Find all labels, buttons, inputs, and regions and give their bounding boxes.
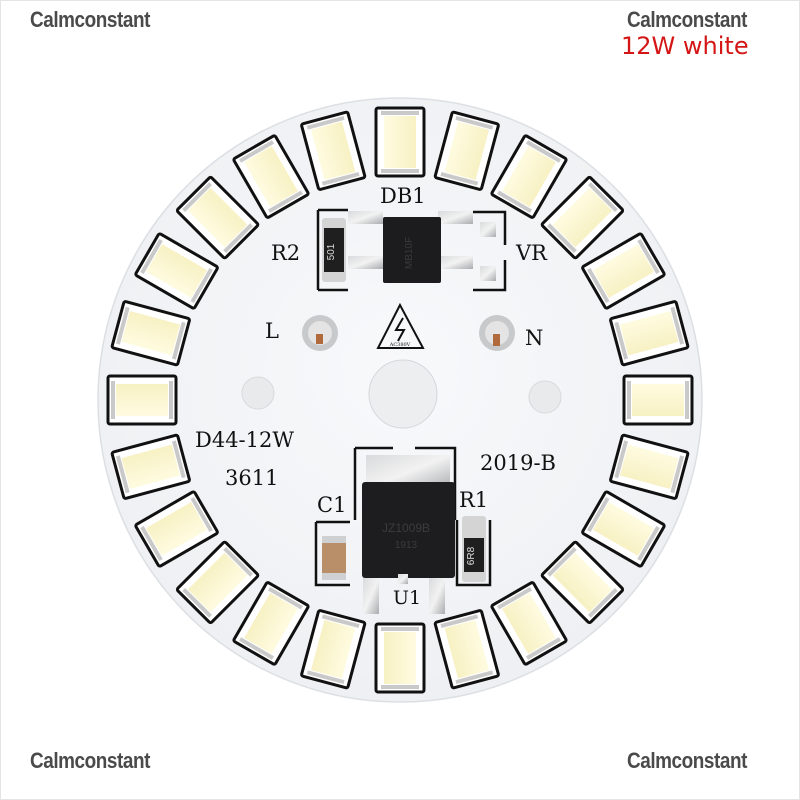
label-db1: DB1 [380, 184, 426, 208]
wire-pad-n [479, 315, 515, 351]
c1-capacitor [314, 520, 350, 587]
smd-led [106, 374, 178, 426]
label-l: L [265, 319, 279, 343]
svg-text:JZ1009B: JZ1009B [382, 521, 430, 535]
label-c1: C1 [317, 493, 346, 517]
label-n: N [525, 326, 543, 350]
wire-pad-l [302, 315, 338, 351]
u1-regulator: JZ1009B 1913 [353, 446, 457, 614]
svg-text:1913: 1913 [395, 540, 418, 551]
vr-pads [473, 210, 507, 292]
label-model: D44-12W [195, 428, 294, 452]
mount-hole-right [528, 380, 562, 414]
watermark-bottom-right: Calmconstant [627, 748, 747, 773]
r1-resistor: 6R8 [455, 516, 492, 587]
smd-led [374, 622, 426, 694]
watermark-top-right: Calmconstant [627, 7, 747, 32]
label-r2: R2 [271, 241, 300, 265]
r2-resistor: 501 [316, 208, 348, 292]
db1-bridge-rectifier: MB10F [348, 211, 473, 283]
mount-hole-center [368, 359, 438, 429]
mount-hole-left [241, 376, 275, 410]
svg-text:501: 501 [326, 243, 337, 260]
label-r1: R1 [459, 488, 488, 512]
watermark-bottom-left: Calmconstant [30, 748, 150, 773]
svg-text:AC380V: AC380V [389, 342, 411, 348]
smd-led [374, 106, 426, 178]
label-code: 3611 [225, 466, 278, 490]
watermark-top-left: Calmconstant [30, 7, 150, 32]
svg-text:6R8: 6R8 [466, 546, 477, 565]
label-u1: U1 [393, 587, 421, 609]
label-revision: 2019-B [480, 451, 556, 475]
variant-label: 12W white [621, 32, 749, 60]
smd-led [622, 374, 694, 426]
svg-text:MB10F: MB10F [404, 237, 415, 269]
high-voltage-warning-icon: AC380V [376, 302, 425, 349]
label-vr: VR [515, 241, 548, 265]
